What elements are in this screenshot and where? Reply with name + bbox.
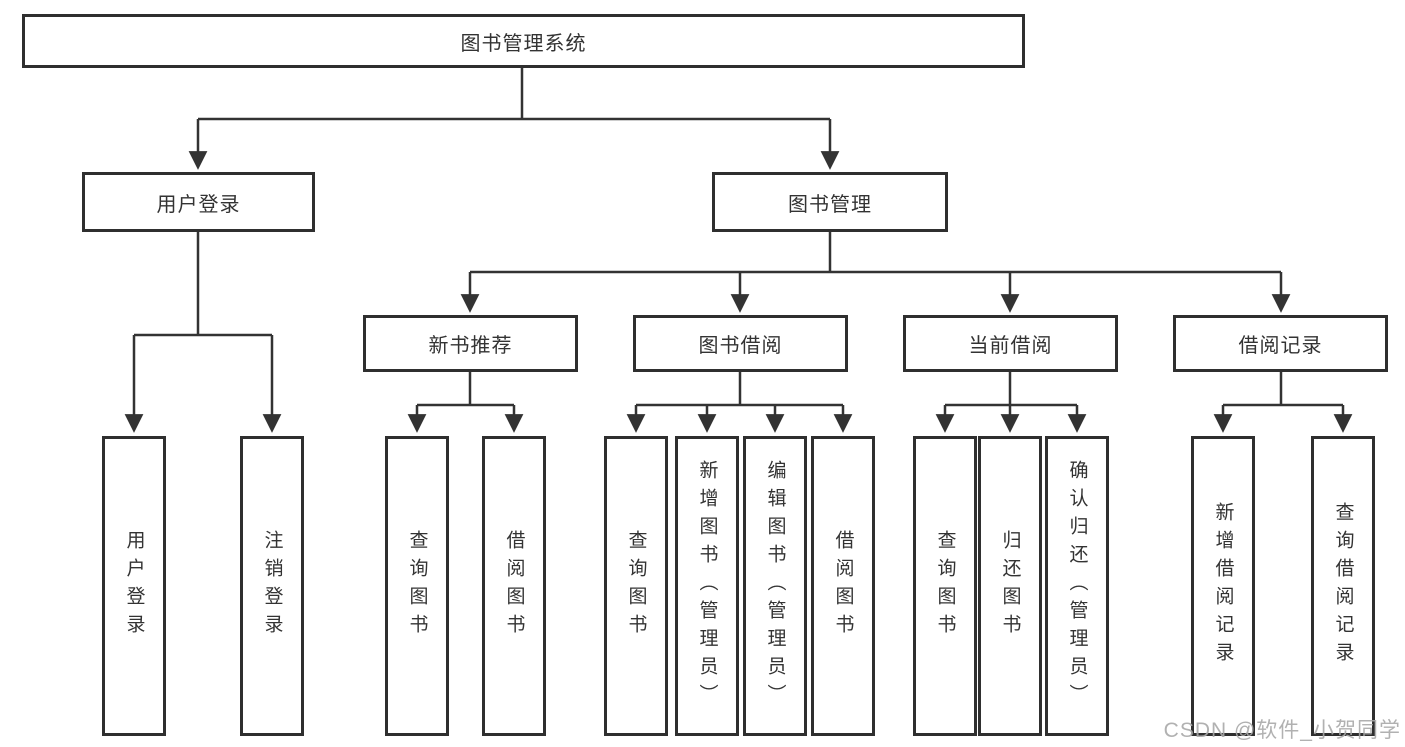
leaf-label: 新增借阅记录 bbox=[1212, 502, 1234, 670]
node-new-book-recommendation: 新书推荐 bbox=[363, 315, 578, 372]
leaf-edit-books-admin: 编辑图书（管理员） bbox=[743, 436, 807, 736]
node-current-borrowing: 当前借阅 bbox=[903, 315, 1118, 372]
leaf-borrow-books-2: 借阅图书 bbox=[811, 436, 875, 736]
root-node-system: 图书管理系统 bbox=[22, 14, 1025, 68]
leaf-return-books: 归还图书 bbox=[978, 436, 1042, 736]
leaf-user-login: 用户登录 bbox=[102, 436, 166, 736]
leaf-label: 归还图书 bbox=[999, 530, 1021, 642]
leaf-label: 注销登录 bbox=[261, 530, 283, 642]
leaf-label: 确认归还（管理员） bbox=[1066, 460, 1088, 712]
leaf-label: 查询借阅记录 bbox=[1332, 502, 1354, 670]
csdn-watermark: CSDN @软件_小贺同学 bbox=[1163, 719, 1401, 742]
leaf-label: 借阅图书 bbox=[503, 530, 525, 642]
leaf-label: 查询图书 bbox=[406, 530, 428, 642]
leaf-query-books-1: 查询图书 bbox=[385, 436, 449, 736]
leaf-label: 新增图书（管理员） bbox=[696, 460, 718, 712]
leaf-borrow-books-1: 借阅图书 bbox=[482, 436, 546, 736]
leaf-label: 查询图书 bbox=[934, 530, 956, 642]
leaf-label: 查询图书 bbox=[625, 530, 647, 642]
node-borrowing-records: 借阅记录 bbox=[1173, 315, 1388, 372]
leaf-add-books-admin: 新增图书（管理员） bbox=[675, 436, 739, 736]
node-user-login: 用户登录 bbox=[82, 172, 315, 232]
node-book-borrowing: 图书借阅 bbox=[633, 315, 848, 372]
leaf-query-books-2: 查询图书 bbox=[604, 436, 668, 736]
leaf-logout: 注销登录 bbox=[240, 436, 304, 736]
leaf-label: 用户登录 bbox=[123, 530, 145, 642]
leaf-confirm-return-admin: 确认归还（管理员） bbox=[1045, 436, 1109, 736]
leaf-label: 借阅图书 bbox=[832, 530, 854, 642]
leaf-label: 编辑图书（管理员） bbox=[764, 460, 786, 712]
leaf-query-books-3: 查询图书 bbox=[913, 436, 977, 736]
leaf-add-borrow-record: 新增借阅记录 bbox=[1191, 436, 1255, 736]
leaf-query-borrow-record: 查询借阅记录 bbox=[1311, 436, 1375, 736]
node-book-management: 图书管理 bbox=[712, 172, 948, 232]
